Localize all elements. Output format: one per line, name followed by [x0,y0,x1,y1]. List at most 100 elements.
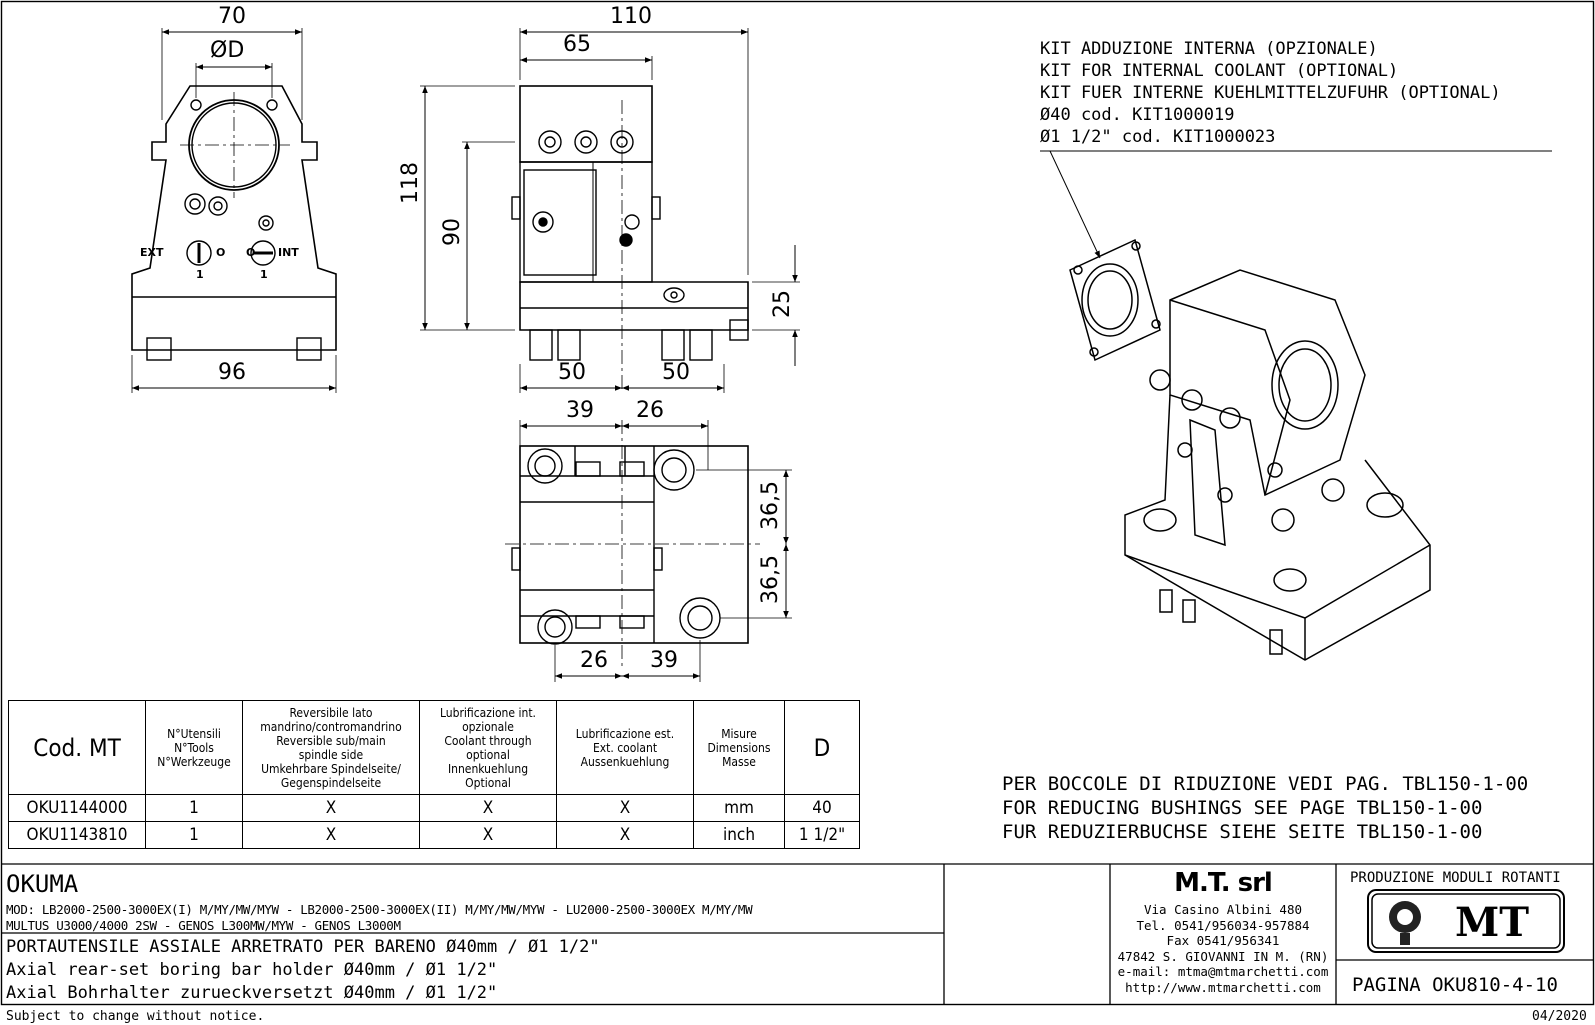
header-tools-de: N°Werkzeuge [157,754,231,769]
dim-top-left-top: 39 [566,398,594,423]
header-external-coolant: Lubrificazione est. Ext. coolant Aussenk… [556,700,694,795]
company-fax: Fax 0541/956341 [1166,933,1280,948]
row-d: 1 1/2" [784,821,860,849]
models-line-2: MULTUS U3000/4000 2SW - GENOS L300MW/MYW… [6,918,401,933]
brand-name: OKUMA [6,870,79,898]
header-rev-5: Umkehrbare Spindelseite/ [261,761,401,776]
revision-date: 04/2020 [1532,1009,1587,1024]
position-one-right: 1 [260,268,268,281]
dim-side-height-lower: 25 [770,290,795,318]
dim-side-base-left: 50 [558,360,586,385]
dim-side-base-right: 50 [662,360,690,385]
row-internal: X [419,794,557,822]
dim-diameter: ØD [210,38,245,63]
table-row: OKU1143810 1 X X X inch 1 1/2" [8,821,860,849]
bushings-note-line-it: PER BOCCOLE DI RIDUZIONE VEDI PAG. TBL15… [1002,773,1529,795]
description-it: PORTAUTENSILE ASSIALE ARRETRATO PER BARE… [6,937,600,957]
header-int-4: optional [466,747,510,762]
dim-top-left-bottom: 26 [580,648,608,673]
company-website: http://www.mtmarchetti.com [1125,979,1321,995]
front-view [131,28,337,393]
o-label-right: O [246,246,255,259]
dim-side-width-upper: 65 [563,32,591,57]
company-email: e-mail: mtma@mtmarchetti.com [1117,964,1329,979]
spec-table: Cod. MT N°Utensili N°Tools N°Werkzeuge R… [8,700,860,849]
dim-width-top: 70 [218,4,246,29]
header-int-5: Innenkuehlung [447,761,529,776]
top-view [505,420,792,682]
dim-side-height-total: 118 [398,162,423,204]
coolant-note-line-de: KIT FUER INTERNE KUEHLMITTELZUFUHR (OPTI… [1040,83,1501,103]
header-dim-2: Dimensions [707,740,771,755]
coolant-note-line-en: KIT FOR INTERNAL COOLANT (OPTIONAL) [1040,61,1399,81]
header-rev-4: spindle side [298,747,364,762]
side-view [420,28,800,393]
company-street: Via Casino Albini 480 [1143,902,1303,917]
header-ext-2: Ext. coolant [592,740,658,755]
header-rev-1: Reversibile lato [289,705,373,720]
dim-top-upper-half: 36,5 [758,481,783,530]
header-rev-2: mandrino/contromandrino [260,719,402,734]
header-rev-3: Reversible sub/main [276,733,386,748]
header-rev-6: Gegenspindelseite [280,775,382,790]
coolant-note-code-inch: Ø1 1/2" cod. KIT1000023 [1040,127,1276,147]
coolant-note-line-it: KIT ADDUZIONE INTERNA (OPZIONALE) [1040,39,1378,59]
header-int-1: Lubrificazione int. [440,705,536,720]
coolant-kit-note: KIT ADDUZIONE INTERNA (OPZIONALE) KIT FO… [1040,38,1501,148]
row-internal: X [419,821,557,849]
bushings-note: PER BOCCOLE DI RIDUZIONE VEDI PAG. TBL15… [1002,772,1528,844]
header-int-6: Optional [465,775,511,790]
row-code: OKU1144000 [8,794,146,822]
header-d: D [784,700,860,795]
header-int-3: Coolant through [444,733,532,748]
header-int-2: opzionale [462,719,514,734]
row-code: OKU1143810 [8,821,146,849]
header-internal-coolant: Lubrificazione int. opzionale Coolant th… [419,700,557,795]
position-one-left: 1 [196,268,204,281]
header-dim-1: Misure [721,726,757,741]
dim-side-height-upper: 90 [440,218,465,246]
header-code: Cod. MT [8,700,146,795]
bushings-note-line-de: FUR REDUZIERBUCHSE SIEHE SEITE TBL150-1-… [1002,821,1483,843]
description-de: Axial Bohrhalter zurueckversetzt Ø40mm /… [6,983,498,1003]
header-tools-en: N°Tools [174,740,214,755]
bushings-note-line-en: FOR REDUCING BUSHINGS SEE PAGE TBL150-1-… [1002,797,1483,819]
dim-top-right-bottom: 39 [650,648,678,673]
header-dim-3: Masse [722,754,756,769]
company-info: M.T. srl Via Casino Albini 480 Tel. 0541… [1112,864,1334,1004]
o-label-left: O [216,246,225,259]
company-city: 47842 S. GIOVANNI IN M. (RN) [1117,948,1329,964]
isometric-view [1040,150,1552,661]
header-ext-1: Lubrificazione est. [575,726,675,741]
company-phone: Tel. 0541/956034-957884 [1136,917,1310,933]
mt-logo: MT [1371,893,1561,949]
company-name: M.T. srl [1174,868,1273,898]
row-units: inch [693,821,785,849]
header-tools: N°Utensili N°Tools N°Werkzeuge [145,700,243,795]
row-tools: 1 [145,794,243,822]
disclaimer: Subject to change without notice. [6,1009,265,1024]
row-reversible: X [242,794,420,822]
spec-table-header: Cod. MT N°Utensili N°Tools N°Werkzeuge R… [8,700,860,795]
coolant-note-code-40: Ø40 cod. KIT1000019 [1040,105,1235,125]
table-row: OKU1144000 1 X X X mm 40 [8,794,860,822]
ext-label: EXT [140,246,164,259]
dim-top-lower-half: 36,5 [758,555,783,604]
product-line-label: PRODUZIONE MODULI ROTANTI [1350,870,1561,886]
title-block-frame [1,863,1593,1004]
dim-width-bottom: 96 [218,360,246,385]
row-reversible: X [242,821,420,849]
page-code: PAGINA OKU810-4-10 [1352,974,1558,996]
row-external: X [556,821,694,849]
mt-logo-text: MT [1455,899,1529,946]
dim-top-right-top: 26 [636,398,664,423]
row-external: X [556,794,694,822]
header-tools-it: N°Utensili [167,726,221,741]
header-reversible: Reversibile lato mandrino/contromandrino… [242,700,420,795]
models-line-1: MOD: LB2000-2500-3000EX(I) M/MY/MW/MYW -… [6,902,753,917]
header-dimensions: Misure Dimensions Masse [693,700,785,795]
dim-side-width-total: 110 [610,4,652,29]
row-tools: 1 [145,821,243,849]
row-units: mm [693,794,785,822]
